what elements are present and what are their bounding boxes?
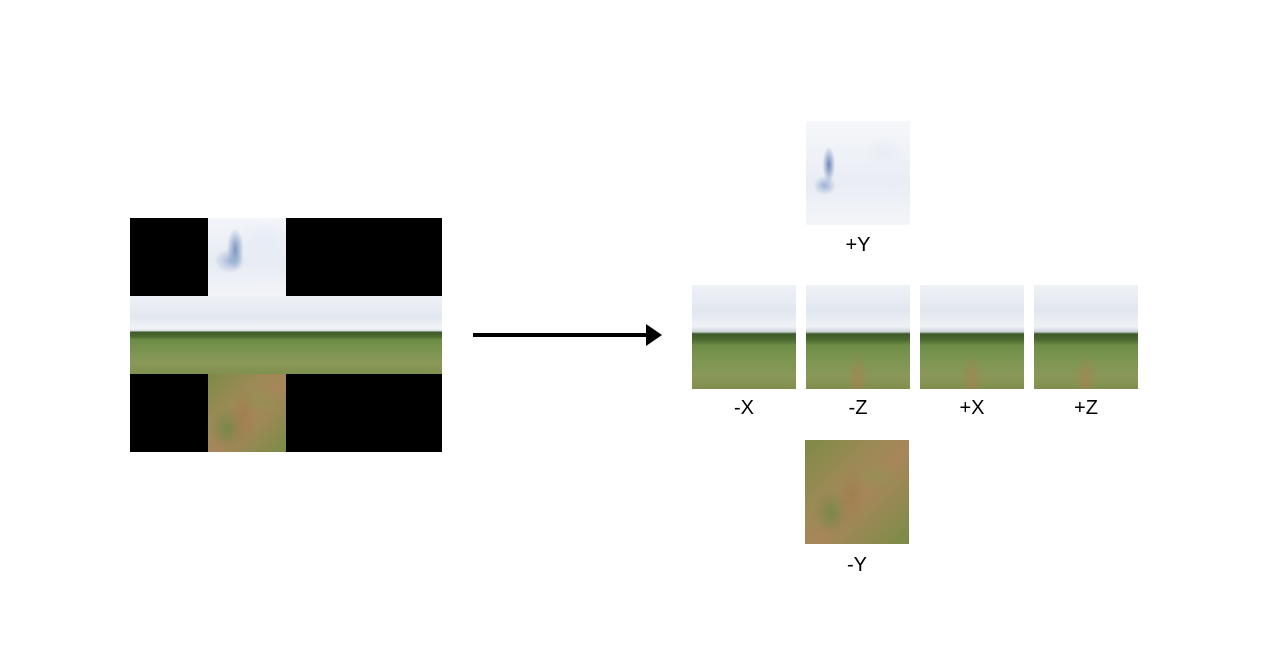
face-pos-z-label: +Z [1074,397,1098,419]
face-neg-y-image [805,440,909,544]
arrow-head-icon [646,324,662,346]
empty-region-top-left [130,218,208,296]
face-neg-x-image [692,285,796,389]
cross-ground-tile [208,374,286,452]
face-neg-x-label: -X [734,397,754,419]
empty-region-top-right [286,218,442,296]
face-neg-z-image [806,285,910,389]
face-neg-z-label: -Z [848,397,868,419]
face-neg-y-label: -Y [847,554,867,576]
face-pos-y-label: +Y [845,234,871,256]
cross-sky-tile [208,218,286,296]
cross-panorama-strip [130,296,442,374]
cubemap-cross-layout [130,218,442,452]
empty-region-bottom-right [286,374,442,452]
empty-region-bottom-left [130,374,208,452]
face-pos-y-image [806,121,910,225]
arrow-shaft [473,333,648,337]
face-pos-z-image [1034,285,1138,389]
face-pos-x-label: +X [959,397,985,419]
face-pos-x-image [920,285,1024,389]
